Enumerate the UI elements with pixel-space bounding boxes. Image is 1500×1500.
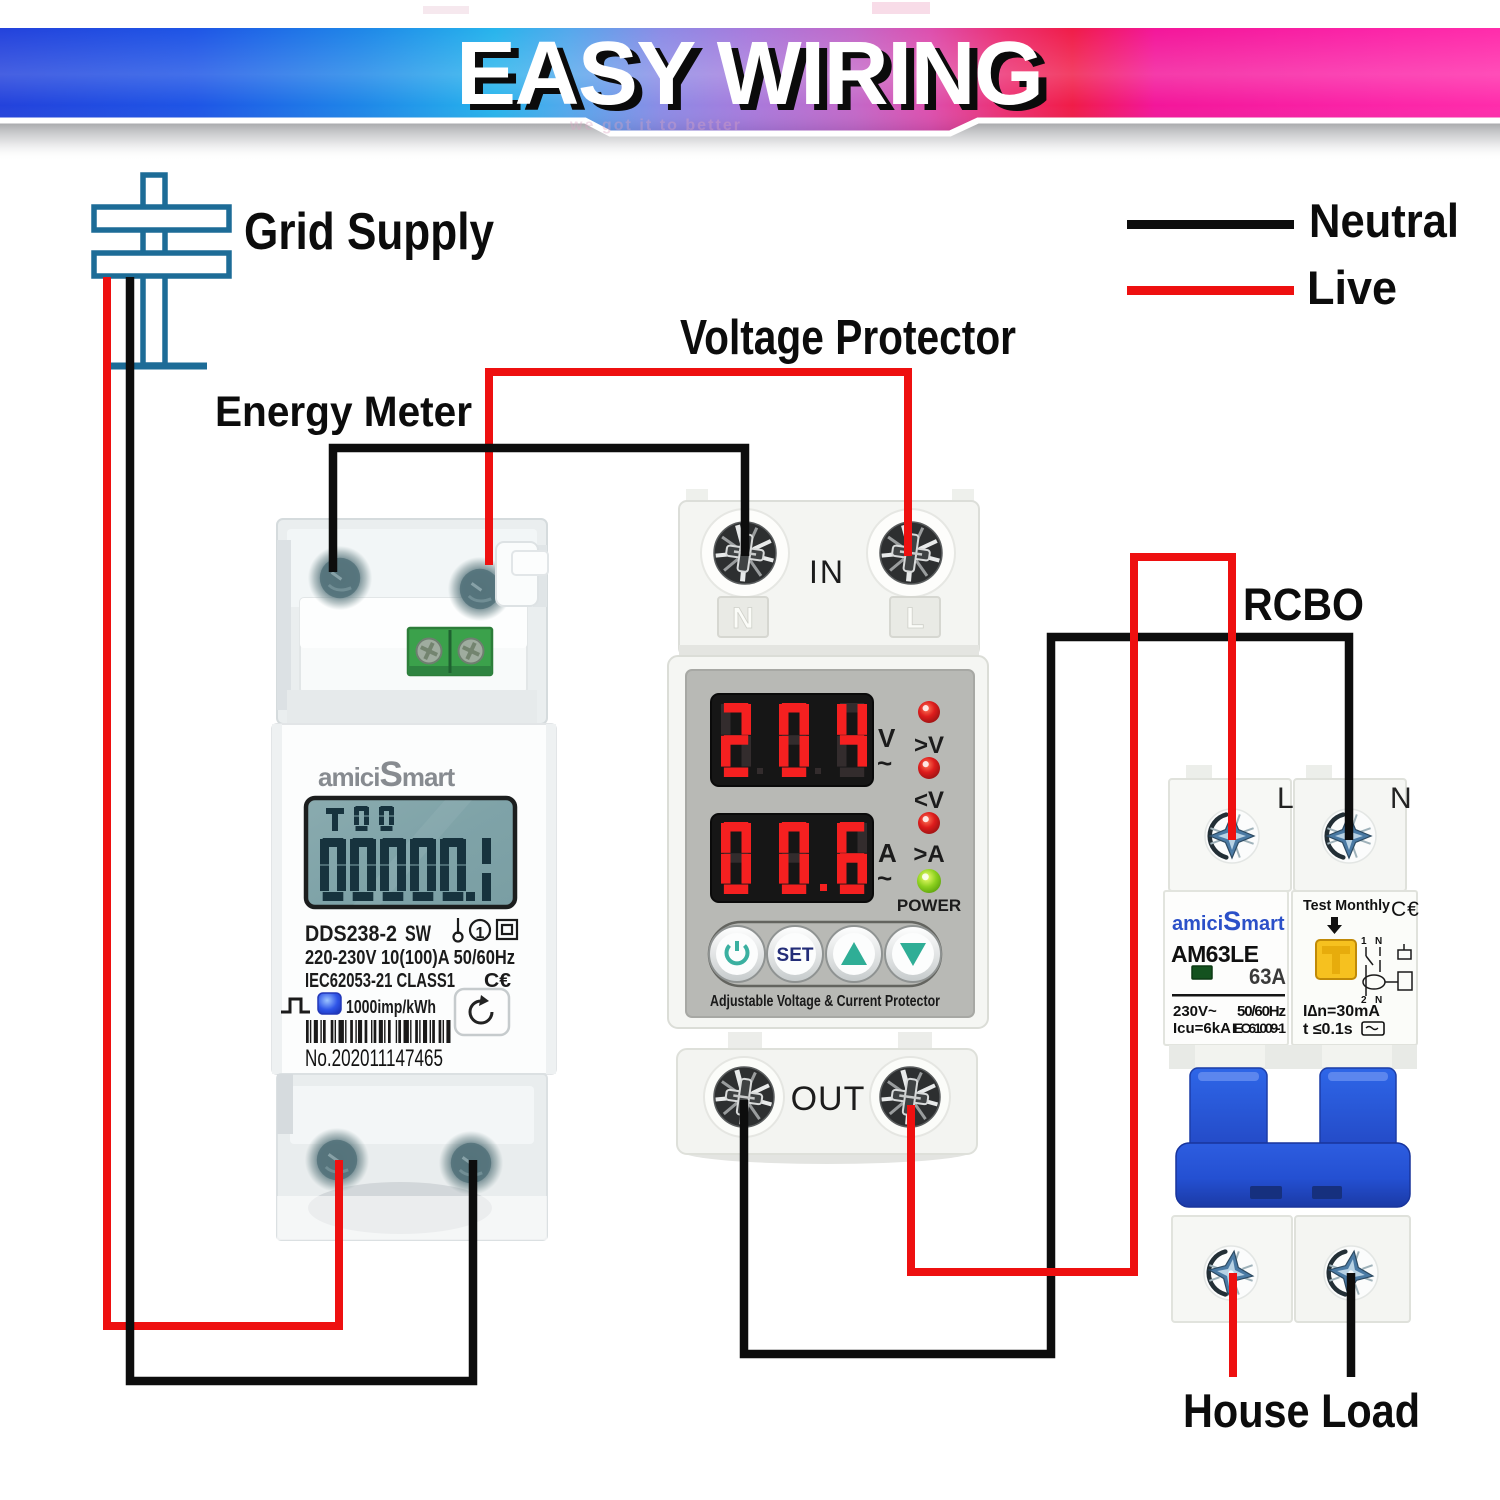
svg-text:>V: >V <box>914 732 944 759</box>
svg-text:A: A <box>878 838 897 868</box>
svg-text:POWER: POWER <box>897 896 961 915</box>
svg-text:N: N <box>1390 782 1412 815</box>
svg-text:~: ~ <box>877 748 892 778</box>
svg-text:amiciSmart: amiciSmart <box>318 755 456 794</box>
svg-text:50/60Hz: 50/60Hz <box>1237 1003 1286 1020</box>
svg-text:Energy Meter: Energy Meter <box>215 388 472 436</box>
svg-text:N: N <box>1375 995 1382 1006</box>
svg-text:1000imp/kWh: 1000imp/kWh <box>346 996 436 1017</box>
svg-text:I∆n=30mA: I∆n=30mA <box>1303 1003 1380 1020</box>
svg-text:N: N <box>732 602 754 635</box>
svg-text:House Load: House Load <box>1183 1384 1420 1437</box>
svg-text:AM63LE: AM63LE <box>1171 941 1259 967</box>
svg-text:IEC62053-21 CLASS1: IEC62053-21 CLASS1 <box>305 970 455 992</box>
svg-text:Adjustable Voltage & Current P: Adjustable Voltage & Current Protector <box>710 993 940 1010</box>
svg-text:OUT: OUT <box>791 1080 866 1118</box>
svg-text:V: V <box>878 723 896 753</box>
svg-text:63A: 63A <box>1249 964 1286 989</box>
svg-text:IN: IN <box>809 554 845 590</box>
svg-text:1: 1 <box>1361 936 1367 947</box>
svg-text:C€: C€ <box>1391 898 1420 921</box>
svg-text:IEC61009-1: IEC61009-1 <box>1232 1020 1286 1036</box>
svg-text:DDS238-2: DDS238-2 <box>305 921 397 946</box>
svg-text:SW: SW <box>405 921 431 946</box>
svg-text:RCBO: RCBO <box>1243 579 1364 630</box>
svg-text:SET: SET <box>777 945 814 966</box>
svg-text:>A: >A <box>913 841 944 868</box>
svg-text:Grid Supply: Grid Supply <box>244 203 494 261</box>
svg-text:EASY WIRING: EASY WIRING <box>456 24 1044 124</box>
svg-text:1: 1 <box>476 925 485 942</box>
svg-text:220-230V 10(100)A 50/60Hz: 220-230V 10(100)A 50/60Hz <box>305 947 515 969</box>
svg-text:2: 2 <box>1361 995 1367 1006</box>
svg-text:C€: C€ <box>484 970 511 992</box>
svg-text:L: L <box>906 602 924 635</box>
svg-text:L: L <box>1277 782 1294 815</box>
svg-text:Neutral: Neutral <box>1309 194 1459 247</box>
svg-text:~: ~ <box>877 863 892 893</box>
svg-text:EASY WIRING: EASY WIRING <box>464 30 1052 130</box>
svg-text:t ≤0.1s: t ≤0.1s <box>1303 1021 1353 1038</box>
svg-text:Live: Live <box>1307 261 1397 314</box>
svg-text:Voltage Protector: Voltage Protector <box>680 311 1016 365</box>
svg-text:amiciSmart: amiciSmart <box>1172 906 1285 936</box>
svg-text:Test Monthly: Test Monthly <box>1303 897 1391 914</box>
svg-text:230V~: 230V~ <box>1173 1003 1217 1020</box>
svg-text:<V: <V <box>914 787 944 814</box>
svg-text:No.202011147465: No.202011147465 <box>305 1045 443 1072</box>
svg-text:N: N <box>1375 936 1382 947</box>
svg-text:Icu=6kA: Icu=6kA <box>1173 1020 1231 1037</box>
